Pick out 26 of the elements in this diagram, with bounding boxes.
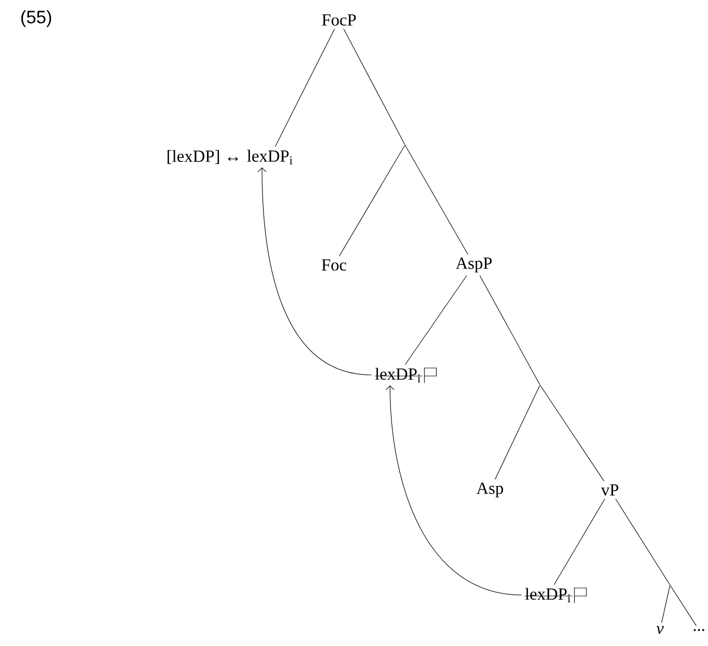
- tree-branch: [274, 28, 335, 147]
- movement-arrow: [258, 167, 372, 376]
- example-number: (55): [21, 10, 52, 27]
- struck-label: lexDP$_{i}$: [374, 368, 423, 382]
- side-label: [lexDP] ↔: [168, 150, 238, 164]
- tree-branch: [343, 28, 406, 145]
- tree-branch: [338, 145, 405, 256]
- tree-branch: [404, 275, 467, 365]
- tree-branch: [670, 585, 697, 626]
- tree-branch: [554, 498, 606, 585]
- tree-label: AspP: [456, 258, 492, 272]
- tree-label: ...: [694, 629, 704, 631]
- movement-arrow: [386, 385, 522, 596]
- tree-branch: [615, 498, 670, 585]
- tree-label: vP: [601, 484, 618, 496]
- struck-label: lexDP$_{i}$: [524, 588, 573, 602]
- tree-branch: [661, 585, 670, 624]
- tree-label: Asp: [476, 482, 504, 498]
- tree-label: Foc: [322, 259, 346, 271]
- tree-label: lexDP$_{i}$: [247, 150, 292, 164]
- tree-branch: [540, 385, 604, 482]
- tree-branch: [494, 385, 540, 480]
- tree-branch: [405, 145, 468, 255]
- tree-label: FocP: [322, 14, 356, 26]
- tree-branch: [480, 275, 540, 385]
- tree-label: v: [656, 626, 664, 634]
